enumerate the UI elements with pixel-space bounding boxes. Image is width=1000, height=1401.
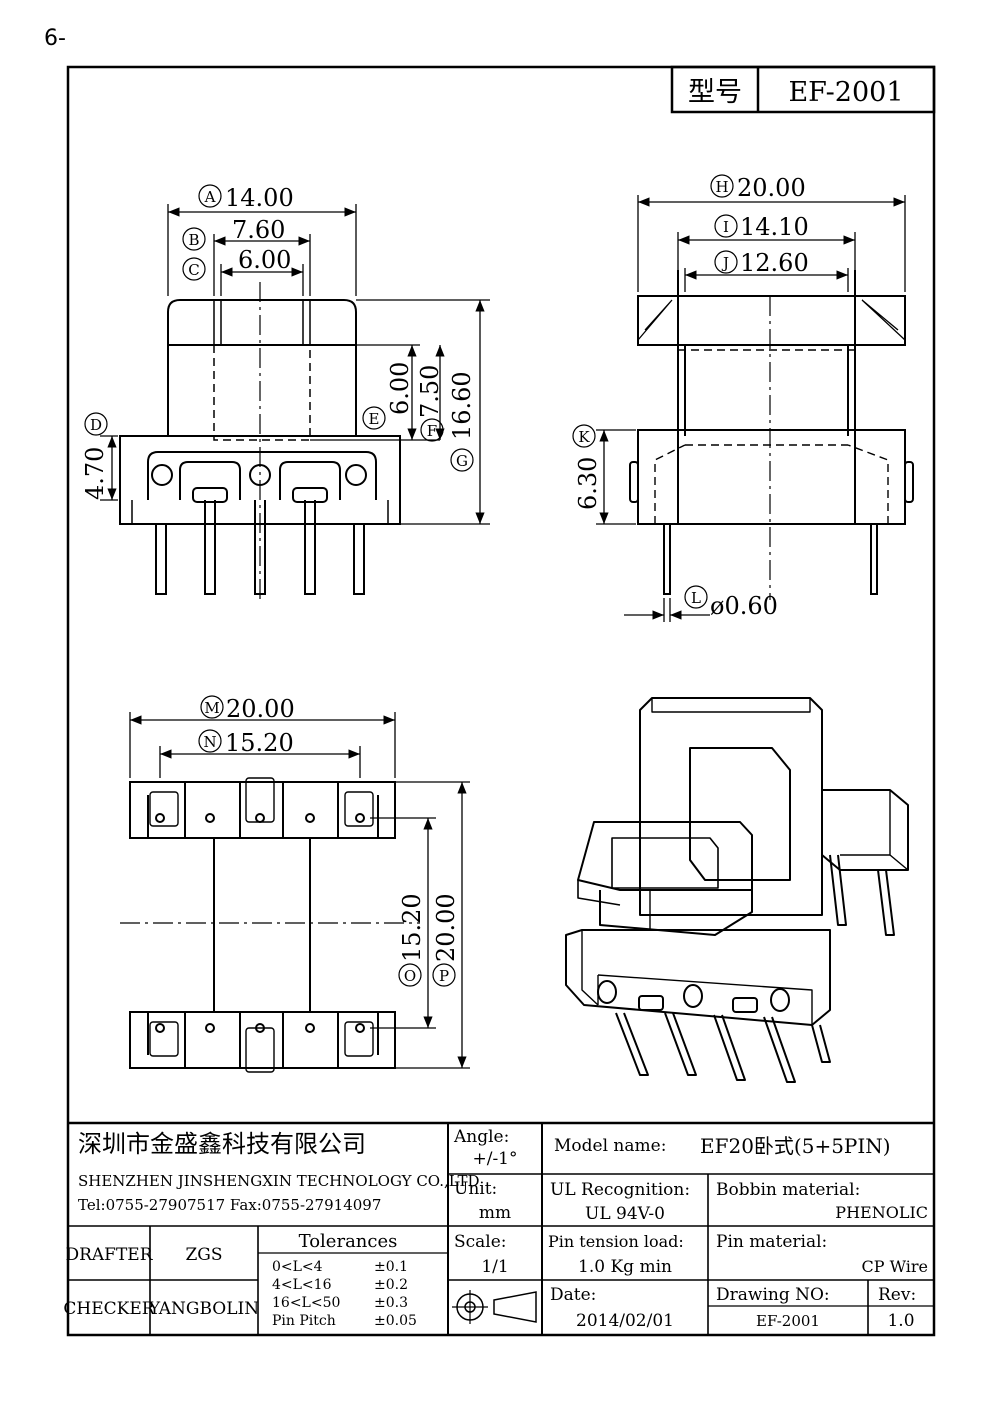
dim-E: 6.00 [386,362,414,415]
drawing-no-value: EF-2001 [756,1312,820,1330]
page-number: 6- [44,26,66,51]
pin-tension-value: 1.0 Kg min [578,1257,672,1277]
dim-O: 15.20 [398,893,426,962]
tolerances-label: Tolerances [299,1231,398,1252]
dim-A: 14.00 [225,184,294,212]
unit-value: mm [479,1203,511,1223]
angle-value: +/-1° [472,1149,517,1169]
label-H: H [715,178,728,196]
dim-H: 20.00 [737,174,806,202]
bobbin-label: Bobbin material: [716,1180,860,1200]
side-view-dimensions [596,195,906,622]
side-view-labels: H 20.00 I 14.10 J 12.60 K 6.30 L ø0.60 [572,174,809,620]
dim-N: 15.20 [225,729,294,757]
date-label: Date: [550,1285,596,1305]
front-view-dimensions [100,204,490,525]
model-name-label: Model name: [554,1136,666,1156]
dim-L: ø0.60 [710,592,778,620]
model-header-value: EF-2001 [788,77,903,108]
ul-label: UL Recognition: [550,1180,690,1200]
label-B: B [188,231,199,249]
label-N: N [203,733,216,751]
company-contact: Tel:0755-27907517 Fax:0755-27914097 [78,1196,381,1214]
checker-label: CHECKER [63,1299,155,1319]
company-name-en: SHENZHEN JINSHENGXIN TECHNOLOGY CO.,LTD [78,1172,480,1190]
bottom-view-labels: M 20.00 N 15.20 O 15.20 P 20.00 [198,695,460,987]
label-M: M [204,699,219,717]
label-E: E [369,410,380,428]
drafter-label: DRAFTER [65,1245,153,1265]
front-view-labels: A 14.00 B 7.60 C 6.00 D 4.70 E 6.00 F 7.… [81,184,476,500]
side-view [629,270,914,600]
company-name-cn: 深圳市金盛鑫科技有限公司 [78,1130,366,1158]
bobbin-value: PHENOLIC [835,1203,928,1222]
model-name-value: EF20卧式(5+5PIN) [700,1134,891,1158]
dim-I: 14.10 [740,213,809,241]
tolerance-value-4: ±0.05 [374,1313,417,1329]
label-D: D [90,416,102,434]
tolerance-range-2: 4<L<16 [272,1277,332,1293]
tolerance-value-3: ±0.3 [374,1295,408,1311]
model-header-box: 型号 EF-2001 [670,65,936,114]
dim-P: 20.00 [432,893,460,962]
bottom-view-dimensions [129,712,470,1069]
isometric-view [565,697,909,1083]
pin-tension-label: Pin tension load: [548,1232,684,1251]
label-K: K [578,428,590,446]
angle-label: Angle: [453,1127,509,1147]
dim-B: 7.60 [232,216,285,244]
rev-label: Rev: [878,1285,916,1305]
label-I: I [723,218,729,236]
tolerance-value-2: ±0.2 [374,1277,408,1293]
ul-value: UL 94V-0 [585,1204,665,1224]
pin-material-label: Pin material: [716,1232,827,1252]
dim-M: 20.00 [226,695,295,723]
tolerance-value-1: ±0.1 [374,1259,408,1275]
label-C: C [188,261,199,279]
label-G: G [456,452,468,470]
bottom-view [120,777,420,1073]
label-L: L [691,589,701,607]
label-F: F [427,422,437,440]
drawing-frame [66,65,936,1337]
dim-D: 4.70 [81,447,109,500]
title-block-text: 深圳市金盛鑫科技有限公司 SHENZHEN JINSHENGXIN TECHNO… [63,1127,928,1331]
title-block [68,1121,934,1335]
label-O: O [404,967,416,985]
label-J: J [721,254,729,272]
model-header-label: 型号 [688,77,742,108]
tolerance-range-3: 16<L<50 [272,1295,340,1311]
drafter-value: ZGS [185,1245,222,1265]
dim-K: 6.30 [574,457,602,510]
drawing-no-label: Drawing NO: [716,1285,830,1305]
label-A: A [204,188,216,206]
tolerance-range-1: 0<L<4 [272,1259,323,1275]
date-value: 2014/02/01 [576,1311,674,1331]
scale-label: Scale: [454,1232,507,1252]
label-P: P [439,967,449,985]
dim-J: 12.60 [740,249,809,277]
tolerance-range-4: Pin Pitch [272,1313,336,1329]
rev-value: 1.0 [887,1311,914,1331]
dim-C: 6.00 [238,246,291,274]
dim-G: 16.60 [448,371,476,440]
checker-value: YANGBOLIN [148,1299,259,1319]
unit-label: Unit: [454,1179,497,1199]
front-view [119,282,401,600]
scale-value: 1/1 [481,1257,508,1277]
pin-material-value: CP Wire [862,1257,929,1276]
dim-F: 7.50 [416,365,444,418]
